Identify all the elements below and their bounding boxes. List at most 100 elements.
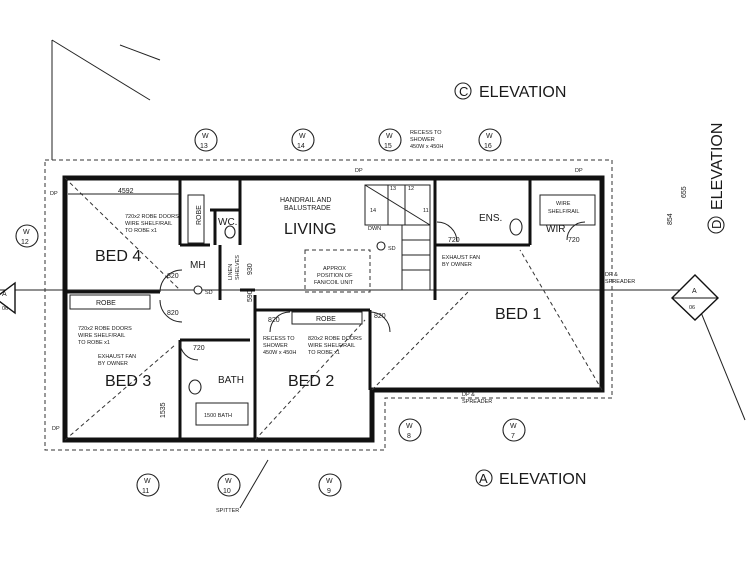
svg-text:W: W — [406, 423, 413, 430]
window-tag-w10: W 10 — [217, 473, 241, 497]
note-robe-bed3: 720x2 ROBE DOORS WIRE SHELF/RAIL TO ROBE… — [78, 326, 132, 346]
note-dp-top: DP — [355, 168, 363, 174]
door-size: 720 — [193, 345, 205, 352]
svg-text:TO ROBE x1: TO ROBE x1 — [78, 340, 110, 346]
svg-text:APPROX: APPROX — [323, 266, 346, 272]
svg-text:W: W — [23, 229, 30, 236]
stair-numbers: 13 12 14 11 — [370, 186, 429, 214]
svg-text:16: 16 — [484, 143, 492, 150]
svg-text:15: 15 — [384, 143, 392, 150]
dimension-bed4-width: 4592 — [118, 188, 134, 195]
robe-bed3 — [69, 294, 151, 310]
svg-text:7: 7 — [511, 433, 515, 440]
elevation-right: D ELEVATION — [707, 123, 726, 234]
note-linen: LINEN SHELVES — [228, 255, 241, 280]
svg-text:DP &: DP & — [462, 392, 475, 398]
room-label-bed2: BED 2 — [288, 373, 334, 390]
svg-text:06: 06 — [2, 306, 8, 312]
room-label-bed3: BED 3 — [105, 373, 151, 390]
svg-text:LINEN: LINEN — [228, 264, 234, 280]
robe-label-bed3: ROBE — [96, 300, 116, 307]
room-label-bed4: BED 4 — [95, 248, 141, 265]
svg-text:SD: SD — [205, 290, 213, 296]
svg-text:8: 8 — [407, 433, 411, 440]
svg-text:ELEVATION: ELEVATION — [499, 471, 586, 488]
smoke-detector: SD — [376, 241, 396, 252]
door-swings — [159, 221, 586, 361]
window-tag-w12: W 12 — [15, 224, 39, 248]
svg-text:SD: SD — [388, 246, 396, 252]
window-tag-w7: W 7 — [502, 418, 526, 442]
dimension-930: 930 — [247, 263, 254, 275]
svg-text:BY OWNER: BY OWNER — [442, 262, 472, 268]
note-recess-bed2: RECESS TO SHOWER 450W x 450H — [263, 336, 296, 356]
svg-text:W: W — [225, 478, 232, 485]
note-dp-left2: DP — [52, 426, 60, 432]
note-wire-shelf: WIRE SHELF/RAIL — [548, 201, 579, 215]
svg-text:14: 14 — [370, 208, 376, 214]
svg-text:SPREADER: SPREADER — [605, 279, 635, 285]
svg-text:A: A — [692, 288, 697, 295]
svg-text:EXHAUST FAN: EXHAUST FAN — [98, 354, 136, 360]
door-size: 720 — [448, 237, 460, 244]
window-tag-w11: W 11 — [136, 473, 160, 497]
elevation-top: C ELEVATION — [454, 82, 566, 101]
svg-text:HANDRAIL AND: HANDRAIL AND — [280, 197, 331, 204]
dimension-655: 655 — [681, 186, 688, 198]
svg-text:TO ROBE x1: TO ROBE x1 — [308, 350, 340, 356]
window-tag-w14: W 14 — [291, 128, 315, 152]
svg-text:11: 11 — [142, 488, 149, 495]
window-tag-w13: W 13 — [194, 128, 218, 152]
dimension-590: 590 — [247, 290, 254, 302]
door-size: 820 — [374, 313, 386, 320]
note-exhaust-bed3: EXHAUST FAN BY OWNER — [98, 354, 136, 367]
svg-text:BALUSTRADE: BALUSTRADE — [284, 205, 331, 212]
construction-lines — [0, 39, 746, 421]
bath-tub-label: 1500 BATH — [204, 413, 232, 419]
note-spitter: SPITTER — [216, 508, 239, 514]
room-label-bath: BATH — [218, 375, 244, 386]
note-dp-left: DP — [50, 191, 58, 197]
svg-text:RECESS TO: RECESS TO — [263, 336, 295, 342]
section-marker-left: A 06 — [0, 281, 16, 315]
note-robe-bed4: 720x2 ROBE DOORS WIRE SHELF/RAIL TO ROBE… — [125, 214, 179, 234]
room-label-wir: WIR — [546, 224, 565, 235]
svg-text:SHELF/RAIL: SHELF/RAIL — [548, 209, 579, 215]
fan-coil-unit — [304, 249, 371, 293]
bath-tub — [195, 402, 249, 426]
smoke-detector: SD — [193, 285, 213, 296]
svg-text:WIRE SHELF/RAIL: WIRE SHELF/RAIL — [125, 221, 172, 227]
svg-text:A: A — [479, 471, 488, 486]
room-label-bed1: BED 1 — [495, 306, 541, 323]
svg-text:450W x 450H: 450W x 450H — [410, 144, 443, 150]
window-tag-w9: W 9 — [318, 473, 342, 497]
svg-text:A: A — [2, 291, 7, 298]
svg-text:SHOWER: SHOWER — [263, 343, 288, 349]
svg-text:ELEVATION: ELEVATION — [709, 123, 726, 210]
note-spreader-right: DP & SPREADER — [605, 272, 635, 285]
svg-text:BY OWNER: BY OWNER — [98, 361, 128, 367]
basin-icon — [188, 379, 202, 395]
svg-text:06: 06 — [689, 305, 695, 311]
note-robe-bed2: 820x2 ROBE DOORS WIRE SHELF/RAIL TO ROBE… — [308, 336, 362, 356]
svg-text:ELEVATION: ELEVATION — [479, 84, 566, 101]
room-label-mh: MH — [190, 260, 206, 271]
note-fan-position: APPROX POSITION OF FAN/COIL UNIT — [314, 266, 354, 286]
wir-shelf — [539, 194, 596, 226]
svg-text:11: 11 — [423, 208, 429, 214]
window-tag-w8: W 8 — [398, 418, 422, 442]
dimension-1535: 1535 — [160, 402, 167, 418]
svg-text:WIRE: WIRE — [556, 201, 571, 207]
robe-bed2 — [291, 311, 363, 325]
eave-outline — [44, 159, 613, 451]
svg-text:W: W — [486, 133, 493, 140]
svg-text:720x2 ROBE DOORS: 720x2 ROBE DOORS — [78, 326, 132, 332]
note-exhaust-ens: EXHAUST FAN BY OWNER — [442, 255, 480, 268]
stair-dwn-label: DWN — [368, 226, 381, 232]
section-marker-right: A 06 — [670, 274, 720, 321]
window-tag-w15: W 15 — [378, 128, 402, 152]
svg-text:W: W — [202, 133, 209, 140]
svg-text:13: 13 — [200, 143, 208, 150]
elevation-bottom: A ELEVATION — [475, 469, 586, 488]
